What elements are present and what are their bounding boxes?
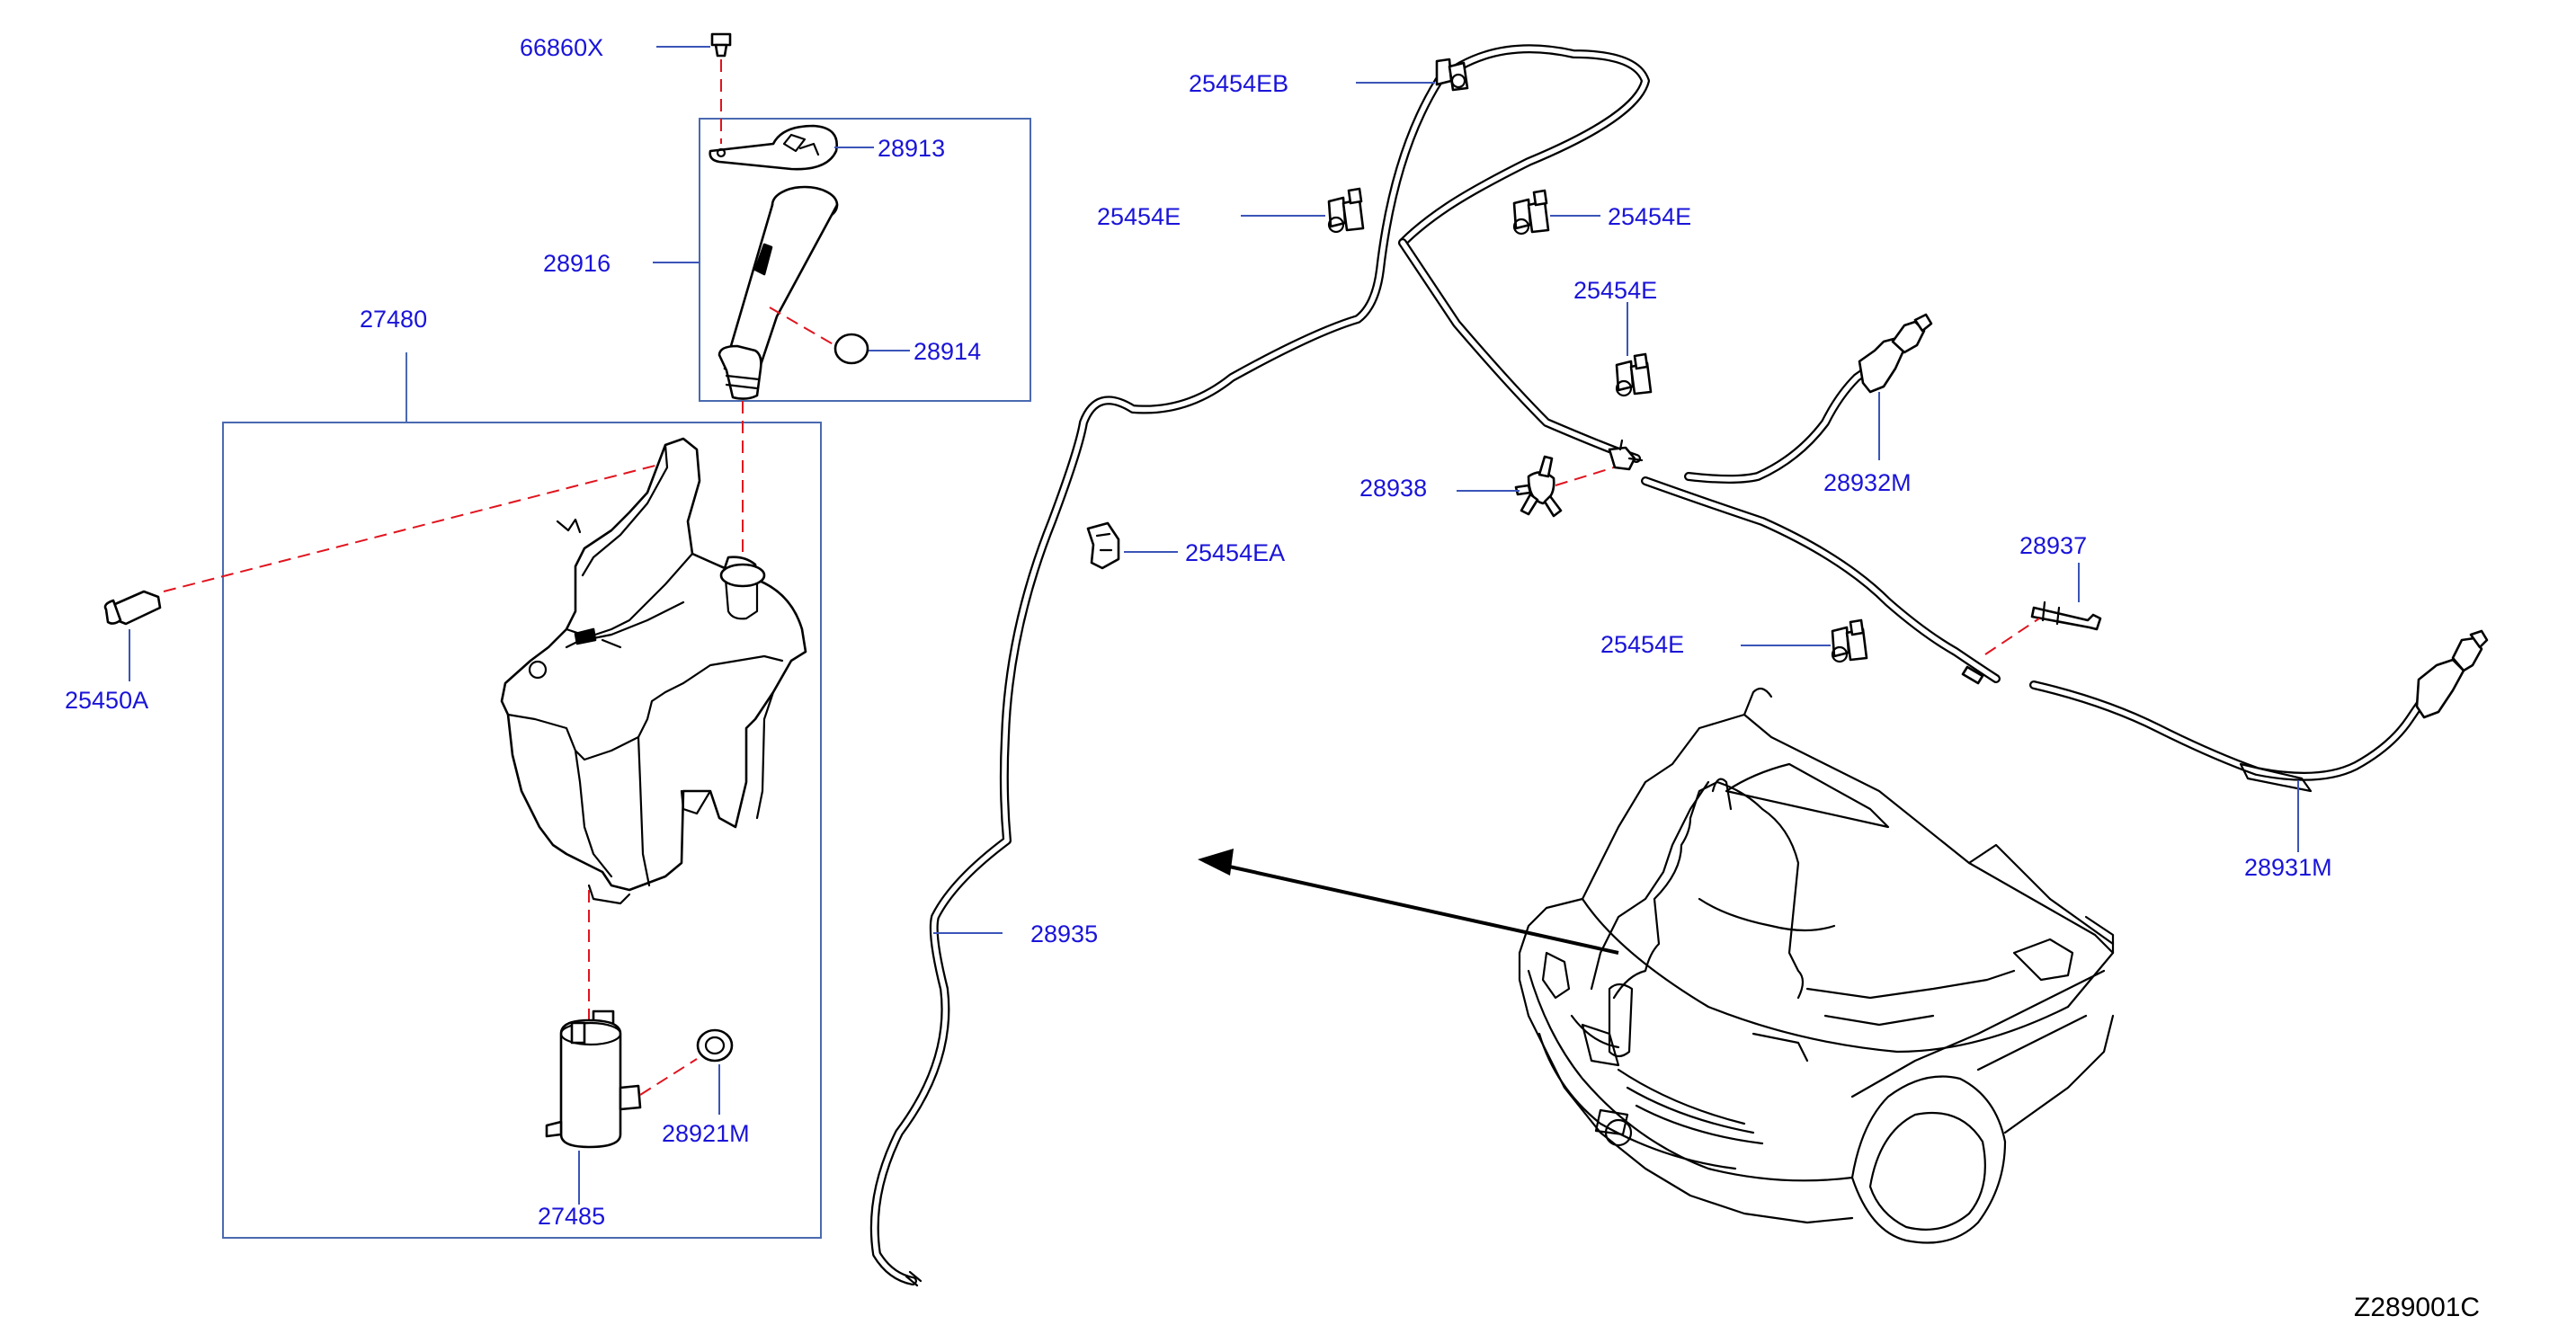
washer-tank-27480[interactable]	[500, 437, 807, 905]
connector-28937[interactable]	[2030, 563, 2102, 631]
label-28938: 28938	[1359, 475, 1427, 502]
label-28937: 28937	[2019, 532, 2087, 559]
clip-25454eb[interactable]	[1356, 58, 1469, 92]
label-25454ea: 25454EA	[1185, 539, 1285, 566]
filler-group-box	[699, 118, 1031, 402]
filler-cap-28913[interactable]	[709, 124, 874, 171]
clip-25454e-lower[interactable]	[1741, 618, 1868, 663]
grommet-28921m[interactable]	[696, 1028, 734, 1115]
label-28931m: 28931M	[2244, 854, 2332, 881]
filler-tube-28916[interactable]	[653, 185, 839, 400]
label-28935: 28935	[1030, 920, 1098, 947]
hose-28935[interactable]	[869, 44, 1650, 1287]
washer-pump-27485[interactable]	[545, 1009, 642, 1205]
label-27480: 27480	[360, 306, 427, 333]
label-28916: 28916	[543, 250, 611, 277]
label-27485: 27485	[538, 1203, 605, 1230]
label-25450a: 25450A	[65, 687, 148, 714]
hose-to-28937[interactable]	[1641, 476, 2001, 685]
clip-25454e-right[interactable]	[1512, 189, 1600, 236]
bolt-66860x[interactable]	[656, 32, 732, 58]
clip-25454e-middle[interactable]	[1615, 302, 1653, 397]
label-28914: 28914	[914, 338, 981, 365]
label-25454e-left: 25454E	[1097, 203, 1181, 230]
t-connector-28938[interactable]	[1457, 455, 1563, 518]
label-25454e-right: 25454E	[1608, 203, 1691, 230]
grommet-28914[interactable]	[833, 333, 910, 365]
bolt-25450a[interactable]	[103, 590, 162, 681]
label-28913: 28913	[878, 135, 945, 162]
hose-joint	[1608, 439, 1644, 471]
label-28921m: 28921M	[662, 1120, 750, 1147]
label-25454e-middle: 25454E	[1573, 277, 1657, 304]
hose-28932m[interactable]	[1684, 313, 1933, 484]
diagram-code: Z289001C	[2354, 1293, 2480, 1322]
label-25454eb: 25454EB	[1189, 70, 1288, 97]
clip-25454ea[interactable]	[1086, 521, 1178, 570]
label-66860x: 66860X	[520, 34, 603, 61]
label-28932m: 28932M	[1823, 469, 1912, 496]
car-locator-illustration	[1198, 687, 2115, 1244]
hose-28931m[interactable]	[2029, 629, 2489, 852]
label-25454e-lower: 25454E	[1600, 631, 1684, 658]
tank-group-box	[222, 352, 822, 1239]
clip-25454e-left[interactable]	[1241, 187, 1365, 234]
